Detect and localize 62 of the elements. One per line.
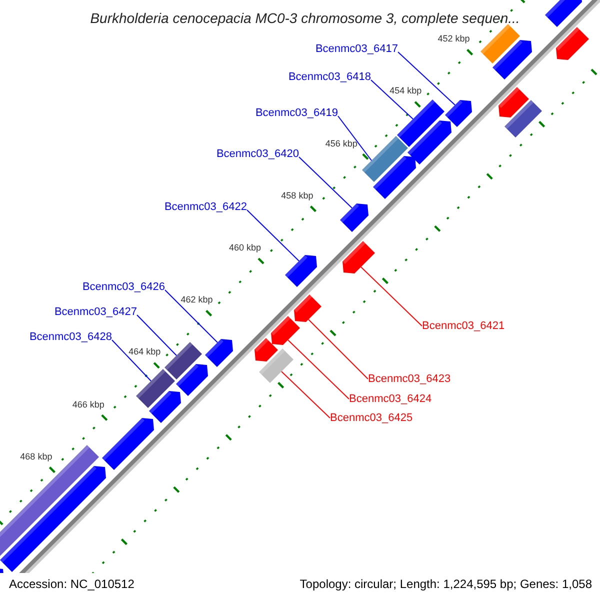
gene-block bbox=[0, 466, 106, 572]
leader-line bbox=[164, 290, 218, 343]
gene-block bbox=[408, 120, 452, 164]
gene-block bbox=[492, 40, 532, 80]
gene-block bbox=[164, 342, 202, 380]
gene-block bbox=[176, 364, 208, 396]
gene-block bbox=[445, 100, 472, 127]
gene-block bbox=[556, 27, 589, 60]
gene-block bbox=[480, 24, 520, 64]
gene-block bbox=[373, 156, 416, 199]
leader-line bbox=[398, 52, 456, 106]
leader-line bbox=[370, 80, 414, 120]
scale-label: 466 kbp bbox=[72, 399, 104, 410]
gene-label: Bcenmc03_6417 bbox=[315, 42, 398, 56]
scale-label: 468 kbp bbox=[20, 451, 52, 462]
gene-label: Bcenmc03_6425 bbox=[330, 411, 413, 425]
leader-line bbox=[288, 340, 350, 400]
gene-label: Bcenmc03_6421 bbox=[422, 319, 505, 333]
gene-block bbox=[362, 136, 408, 182]
leader-line bbox=[360, 266, 422, 326]
gene-block bbox=[259, 348, 294, 383]
scale-label: 462 kbp bbox=[180, 294, 213, 306]
leader-line bbox=[298, 156, 352, 208]
gene-block bbox=[254, 338, 278, 362]
gene-label: Bcenmc03_6426 bbox=[82, 280, 165, 294]
gene-block bbox=[0, 568, 4, 573]
leader-line bbox=[281, 371, 330, 418]
scale-label: 456 kbp bbox=[325, 138, 358, 150]
gene-block bbox=[545, 0, 582, 27]
gene-label: Bcenmc03_6428 bbox=[29, 330, 112, 344]
gene-label: Bcenmc03_6418 bbox=[288, 70, 371, 84]
scale-label: 458 kbp bbox=[281, 190, 314, 202]
leader-line bbox=[136, 314, 177, 356]
leader-line bbox=[112, 340, 152, 382]
gene-label: Bcenmc03_6420 bbox=[216, 147, 299, 161]
gene-block bbox=[271, 316, 300, 345]
gene-block bbox=[102, 418, 154, 470]
accession-text: Accession: NC_010512 bbox=[9, 577, 134, 592]
scale-label: 454 kbp bbox=[390, 86, 422, 97]
gene-label: Bcenmc03_6423 bbox=[368, 372, 451, 386]
leader-line bbox=[308, 319, 368, 380]
gene-block bbox=[285, 255, 317, 287]
scale-label: 464 kbp bbox=[128, 346, 161, 358]
gene-block bbox=[342, 241, 375, 274]
map-title: Burkholderia cenocepacia MC0-3 chromosome 3, complete sequen... bbox=[89, 9, 521, 27]
gene-block bbox=[149, 391, 181, 423]
gene-label: Bcenmc03_6422 bbox=[164, 200, 247, 214]
gene-block bbox=[136, 369, 175, 408]
gene-label: Bcenmc03_6427 bbox=[54, 305, 137, 319]
gene-block bbox=[340, 204, 368, 232]
gene-label: Bcenmc03_6419 bbox=[255, 106, 338, 120]
gene-block bbox=[205, 339, 233, 367]
leader-line bbox=[246, 210, 300, 262]
leader-line bbox=[338, 116, 372, 161]
gene-block bbox=[504, 100, 542, 138]
gene-label: Bcenmc03_6424 bbox=[349, 392, 432, 406]
gene-block bbox=[294, 294, 322, 322]
scale-label: 460 kbp bbox=[228, 242, 262, 254]
scale-label: 452 kbp bbox=[438, 34, 470, 45]
gene-block bbox=[498, 87, 529, 118]
genome-info-text: Topology: circular; Length: 1,224,595 bp; Genes: 1,058 bbox=[300, 577, 592, 592]
gene-block bbox=[0, 445, 99, 558]
